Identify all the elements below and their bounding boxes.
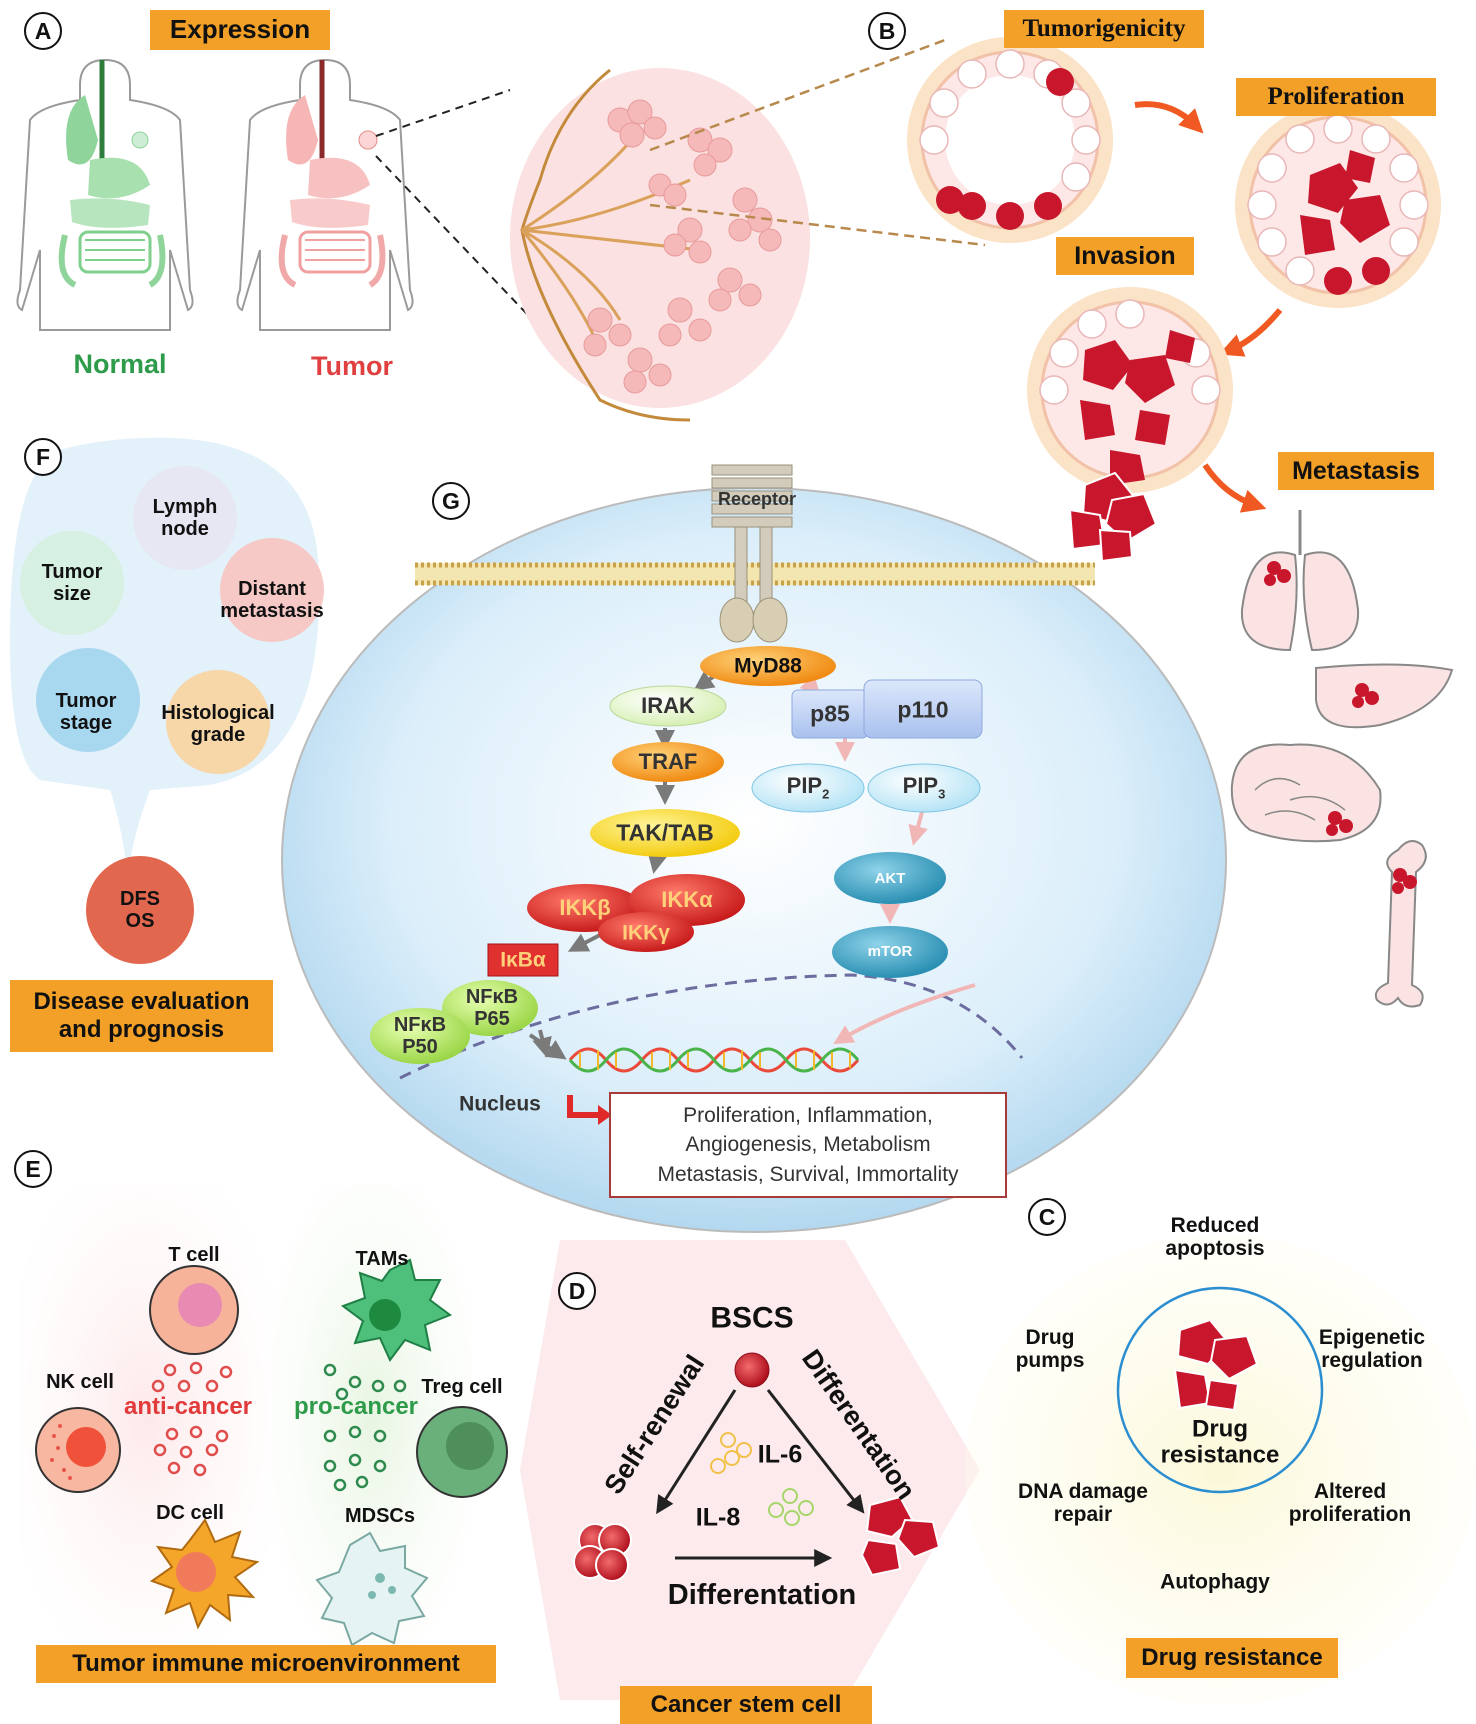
dc-cell-illustration	[149, 1518, 260, 1630]
stem-cell-caption: Cancer stem cell	[620, 1686, 872, 1724]
tumor-label: Tumor	[311, 351, 393, 382]
node-mtor: mTOR	[867, 942, 913, 960]
drug-resistance-caption: Drug resistance	[1126, 1638, 1338, 1678]
panel-letter-g: G	[432, 482, 470, 520]
node-ikkg: IKKγ	[622, 921, 670, 945]
factor-epigenetic-regulation: Epigenetic regulation	[1318, 1325, 1426, 1372]
factor-histological-grade: Histological grade	[161, 702, 275, 746]
treg-cell-illustration	[416, 1406, 508, 1498]
node-traf: TRAF	[638, 748, 698, 774]
liver-illustration	[1315, 663, 1454, 729]
node-p85: p85	[810, 700, 850, 727]
factor-lymph-node: Lymph node	[152, 496, 218, 540]
pip3-subscript: 3	[938, 786, 946, 802]
factor-drug-pumps: Drug pumps	[1015, 1325, 1085, 1372]
panel-letter-b: B	[868, 12, 906, 50]
prognosis-caption: Disease evaluation and prognosis	[10, 980, 273, 1052]
drug-resistance-center: Drug resistance	[1160, 1415, 1280, 1469]
stem-cell-panel	[520, 1240, 980, 1700]
tumor-body-illustration	[236, 58, 414, 331]
pro-cancer-dots	[323, 1363, 407, 1492]
panel-letter-c: C	[1028, 1198, 1066, 1236]
t-cell-illustration	[149, 1265, 239, 1355]
node-tak-tab: TAK/TAB	[616, 819, 714, 846]
receptor-label: Receptor	[717, 489, 797, 510]
label-pro-cancer: pro-cancer	[293, 1392, 419, 1420]
node-ikkb: IKKβ	[559, 894, 611, 920]
node-pip2: PIP2	[786, 773, 830, 802]
node-myd88: MyD88	[734, 654, 802, 678]
lungs-illustration	[1240, 510, 1360, 652]
factor-tumor-stage: Tumor stage	[55, 690, 117, 734]
panel-letter-f: F	[24, 438, 62, 476]
label-dc-cell: DC cell	[156, 1502, 224, 1524]
acinus-tumorigenicity	[907, 37, 1113, 243]
panel-letter-e: E	[14, 1150, 52, 1188]
node-pip3: PIP3	[902, 773, 946, 802]
tams-illustration	[340, 1258, 453, 1362]
label-mdscs: MDSCs	[344, 1505, 416, 1527]
factor-dna-damage-repair: DNA damage repair	[1018, 1479, 1148, 1526]
stage-proliferation: Proliferation	[1236, 78, 1436, 116]
stage-invasion: Invasion	[1056, 237, 1194, 275]
pip2-subscript: 2	[822, 786, 830, 802]
label-anti-cancer: anti-cancer	[123, 1392, 253, 1420]
bone-illustration	[1374, 840, 1427, 1008]
factor-distant-metastasis: Distant metastasis	[220, 578, 324, 622]
label-differentation-bottom: Differentation	[667, 1579, 857, 1612]
outcome-dfs-os: DFS OS	[120, 888, 160, 932]
panel-letter-d: D	[558, 1272, 596, 1310]
dna-helix	[568, 1047, 860, 1073]
label-tams: TAMs	[355, 1248, 409, 1270]
acinus-invasion	[1027, 287, 1233, 563]
stage-metastasis: Metastasis	[1278, 452, 1434, 490]
label-t-cell: T cell	[168, 1244, 220, 1266]
node-akt: AKT	[874, 869, 906, 887]
node-ikka: IKKα	[661, 886, 713, 912]
panel-letter-a: A	[24, 12, 62, 50]
node-nfkb-p50: NFκB P50	[393, 1014, 447, 1058]
stage-tumorigenicity: Tumorigenicity	[1004, 10, 1204, 48]
mdscs-illustration	[315, 1531, 429, 1647]
factor-autophagy: Autophagy	[1160, 1570, 1270, 1594]
node-p110: p110	[897, 696, 949, 723]
expression-title: Expression	[150, 10, 330, 50]
drug-resistance-panel	[965, 1235, 1475, 1705]
brain-illustration	[1230, 743, 1382, 843]
normal-label: Normal	[73, 349, 167, 380]
label-il6: IL-6	[757, 1440, 803, 1469]
normal-body-illustration	[16, 58, 194, 331]
label-treg-cell: Treg cell	[421, 1376, 503, 1398]
cell-pathway-diagram	[281, 464, 1227, 1233]
anti-cancer-dots	[151, 1361, 233, 1477]
immune-caption: Tumor immune microenvironment	[36, 1645, 496, 1683]
factor-tumor-size: Tumor size	[41, 561, 103, 605]
pathway-outcomes: Proliferation, Inflammation, Angiogenesi…	[657, 1103, 959, 1186]
factor-reduced-apoptosis: Reduced apoptosis	[1165, 1213, 1265, 1260]
label-nk-cell: NK cell	[46, 1371, 114, 1393]
node-ikba: IκBα	[500, 948, 546, 972]
acinus-proliferation	[1235, 102, 1441, 308]
node-irak: IRAK	[641, 692, 695, 718]
label-il8: IL-8	[695, 1503, 741, 1532]
nucleus-label: Nucleus	[459, 1092, 541, 1116]
nk-cell-illustration	[35, 1407, 121, 1493]
factor-altered-proliferation: Altered proliferation	[1288, 1479, 1412, 1526]
breast-tissue-illustration	[510, 68, 810, 422]
bscs-title: BSCS	[710, 1301, 794, 1335]
node-nfkb-p65: NFκB P65	[465, 986, 519, 1030]
prognosis-bubble	[10, 437, 324, 964]
